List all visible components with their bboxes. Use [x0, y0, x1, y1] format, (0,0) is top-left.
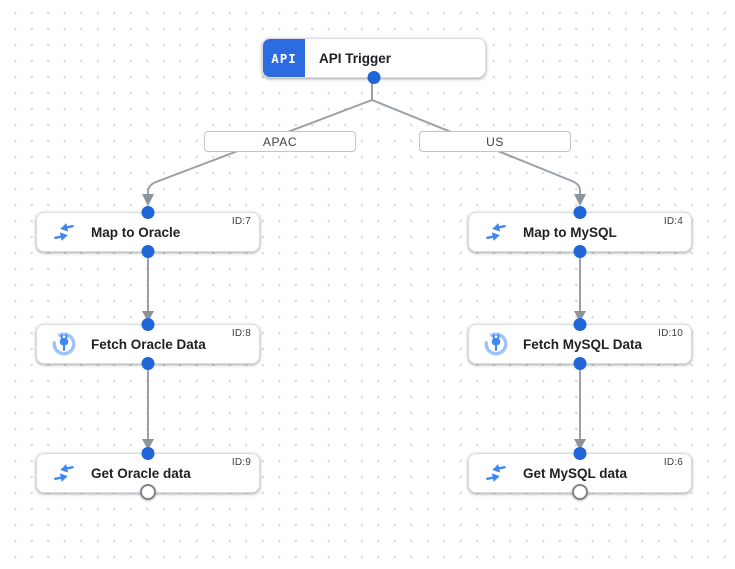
data-mapping-icon: [51, 219, 77, 245]
task-title: Map to MySQL: [523, 224, 617, 240]
task-title: Get MySQL data: [523, 465, 628, 481]
connector-icon: [483, 331, 509, 357]
task-node-fetch-oracle-data[interactable]: Fetch Oracle Data ID:8: [36, 318, 260, 370]
task-id-badge: ID:6: [663, 457, 683, 468]
edge-label-apac[interactable]: APAC: [204, 131, 356, 152]
trigger-title: API Trigger: [319, 50, 392, 66]
edge-label-us[interactable]: US: [419, 131, 571, 152]
task-title: Map to Oracle: [91, 224, 181, 240]
input-port[interactable]: [573, 447, 587, 460]
output-port[interactable]: [141, 245, 155, 258]
trigger-output-port[interactable]: [367, 71, 381, 84]
task-node-get-mysql-data[interactable]: Get MySQL data ID:6: [468, 447, 692, 500]
input-port[interactable]: [141, 206, 155, 219]
task-node-get-oracle-data[interactable]: Get Oracle data ID:9: [36, 447, 260, 500]
terminal-port[interactable]: [140, 484, 156, 500]
input-port[interactable]: [573, 318, 587, 331]
task-id-badge: ID:4: [663, 216, 683, 227]
data-mapping-icon: [483, 460, 509, 486]
connector-icon: [51, 331, 77, 357]
api-trigger-node[interactable]: API API Trigger: [262, 38, 486, 84]
data-mapping-icon: [51, 460, 77, 486]
task-id-badge: ID:7: [231, 216, 251, 227]
task-id-badge: ID:8: [231, 328, 251, 339]
output-port[interactable]: [141, 357, 155, 370]
task-node-fetch-mysql-data[interactable]: Fetch MySQL Data ID:10: [468, 318, 692, 370]
output-port[interactable]: [573, 245, 587, 258]
task-node-map-to-mysql[interactable]: Map to MySQL ID:4: [468, 206, 692, 258]
task-title: Fetch Oracle Data: [91, 336, 206, 352]
terminal-port[interactable]: [572, 484, 588, 500]
input-port[interactable]: [141, 318, 155, 331]
task-node-map-to-oracle[interactable]: Map to Oracle ID:7: [36, 206, 260, 258]
task-title: Fetch MySQL Data: [523, 336, 643, 352]
data-mapping-icon: [483, 219, 509, 245]
task-title: Get Oracle data: [91, 465, 191, 481]
api-badge-icon: API: [263, 39, 305, 77]
output-port[interactable]: [573, 357, 587, 370]
input-port[interactable]: [141, 447, 155, 460]
input-port[interactable]: [573, 206, 587, 219]
task-id-badge: ID:9: [231, 457, 251, 468]
task-id-badge: ID:10: [658, 328, 683, 339]
